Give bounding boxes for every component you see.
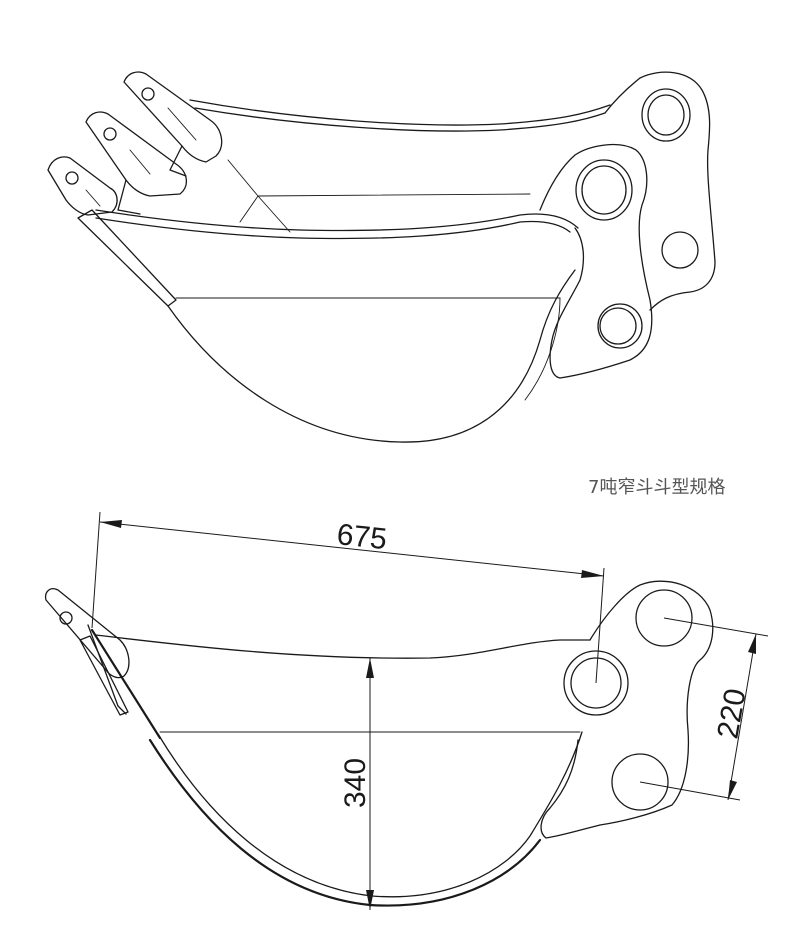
lower-pin-hole-rear	[661, 231, 699, 269]
side-bottom-curve	[148, 738, 542, 907]
side-view-bucket	[44, 580, 714, 907]
side-cutting-edge	[77, 209, 177, 307]
upper-pin-hole-rear	[641, 88, 691, 142]
side-pin-hole-lower	[611, 753, 669, 811]
side-ear-plate	[540, 580, 714, 839]
side-tooth	[44, 588, 130, 679]
isometric-bucket-view	[47, 71, 716, 443]
bucket-bottom-curve	[167, 269, 576, 443]
front-top-edge	[95, 209, 579, 232]
upper-pin-hole-front	[575, 159, 633, 221]
dimension-width-label: 675	[335, 518, 388, 556]
bucket-tooth-3	[123, 71, 223, 177]
side-pin-hole-upper	[635, 589, 693, 647]
dimension-depth: 340	[339, 658, 374, 910]
bucket-tooth-2	[85, 111, 187, 215]
rear-top-edge	[189, 99, 611, 126]
bucket-tooth-1	[47, 156, 118, 216]
lower-pin-hole-front	[597, 303, 643, 349]
side-top-edge	[95, 634, 591, 659]
front-ear-plate	[539, 143, 653, 379]
drawing-caption: 7吨窄斗斗型规格	[588, 477, 726, 498]
dimension-width: 675	[91, 511, 605, 684]
rear-ear-plate	[604, 71, 716, 311]
dimension-pin-spacing-label: 220	[711, 686, 752, 741]
side-pin-hole-front	[563, 650, 629, 716]
dimension-depth-label: 340	[339, 758, 372, 808]
